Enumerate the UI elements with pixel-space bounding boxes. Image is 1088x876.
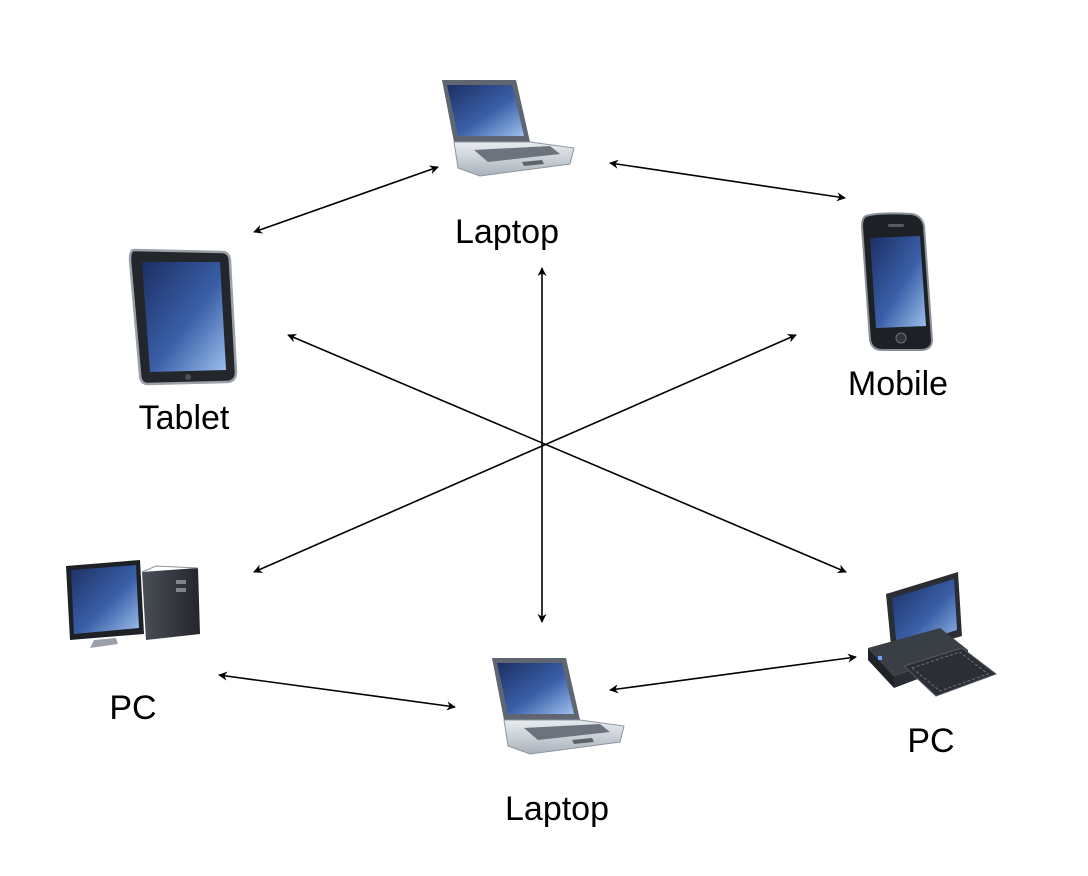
- desktop-pc-icon: [66, 560, 200, 648]
- node-label: Tablet: [139, 399, 230, 437]
- edge-pc-left-laptop-bottom: [218, 671, 456, 711]
- tablet-icon: [128, 248, 238, 386]
- node-mobile: Mobile: [848, 212, 948, 403]
- node-pc-right: PC: [868, 572, 998, 760]
- node-tablet: Tablet: [128, 248, 238, 437]
- node-pc-left: PC: [66, 560, 200, 727]
- edge-tablet-pc-right: [287, 334, 847, 573]
- node-laptop-top: Laptop: [442, 80, 575, 251]
- node-label: PC: [109, 689, 156, 727]
- laptop-icon: [442, 80, 575, 177]
- edge-laptop-top-mobile: [609, 159, 846, 202]
- workstation-pc-icon: [868, 572, 998, 697]
- mobile-phone-icon: [860, 212, 934, 351]
- node-label: PC: [907, 722, 954, 760]
- laptop-icon: [492, 658, 625, 755]
- edge-laptop-top-tablet: [253, 165, 439, 234]
- edge-mobile-pc-left: [253, 334, 797, 573]
- node-laptop-bottom: Laptop: [492, 658, 625, 828]
- edges: [218, 159, 857, 711]
- node-label: Laptop: [455, 213, 559, 251]
- edge-laptop-bottom-pc-right: [609, 653, 857, 694]
- node-label: Mobile: [848, 365, 948, 403]
- node-label: Laptop: [505, 790, 609, 828]
